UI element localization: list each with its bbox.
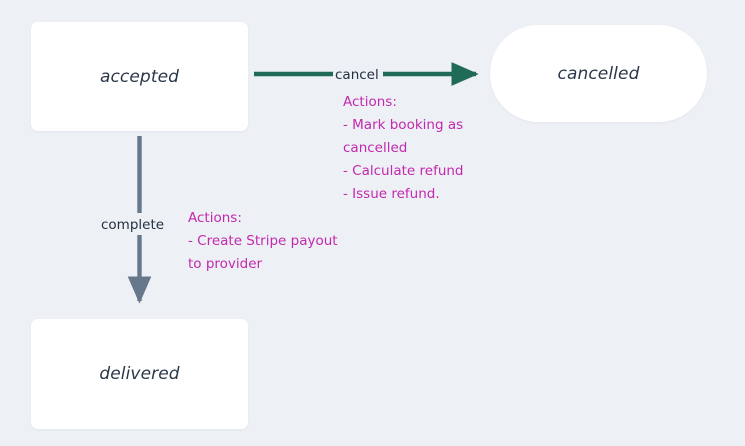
annotation-line: Actions: bbox=[188, 210, 242, 226]
state-node-delivered[interactable]: delivered bbox=[31, 319, 248, 429]
state-node-accepted-label: accepted bbox=[99, 66, 180, 87]
state-node-cancelled-label: cancelled bbox=[557, 63, 640, 84]
state-node-accepted[interactable]: accepted bbox=[31, 22, 248, 131]
annotation-cancel-actions: Actions: - Mark booking as cancelled - C… bbox=[343, 91, 464, 206]
edge-label-complete: complete bbox=[98, 215, 168, 235]
state-node-delivered-label: delivered bbox=[99, 364, 180, 384]
annotation-line: - Create Stripe payout bbox=[188, 233, 338, 249]
annotation-line: - Mark booking as bbox=[343, 117, 464, 133]
annotation-line: - Calculate refund bbox=[343, 163, 464, 179]
annotation-complete-actions: Actions: - Create Stripe payout to provi… bbox=[188, 207, 338, 276]
state-node-cancelled[interactable]: cancelled bbox=[490, 25, 707, 122]
annotation-line: to provider bbox=[188, 256, 263, 272]
annotation-line: cancelled bbox=[343, 140, 408, 156]
annotation-line: - Issue refund. bbox=[343, 186, 440, 202]
edge-label-cancel: cancel bbox=[333, 67, 381, 83]
annotation-line: Actions: bbox=[343, 94, 397, 110]
